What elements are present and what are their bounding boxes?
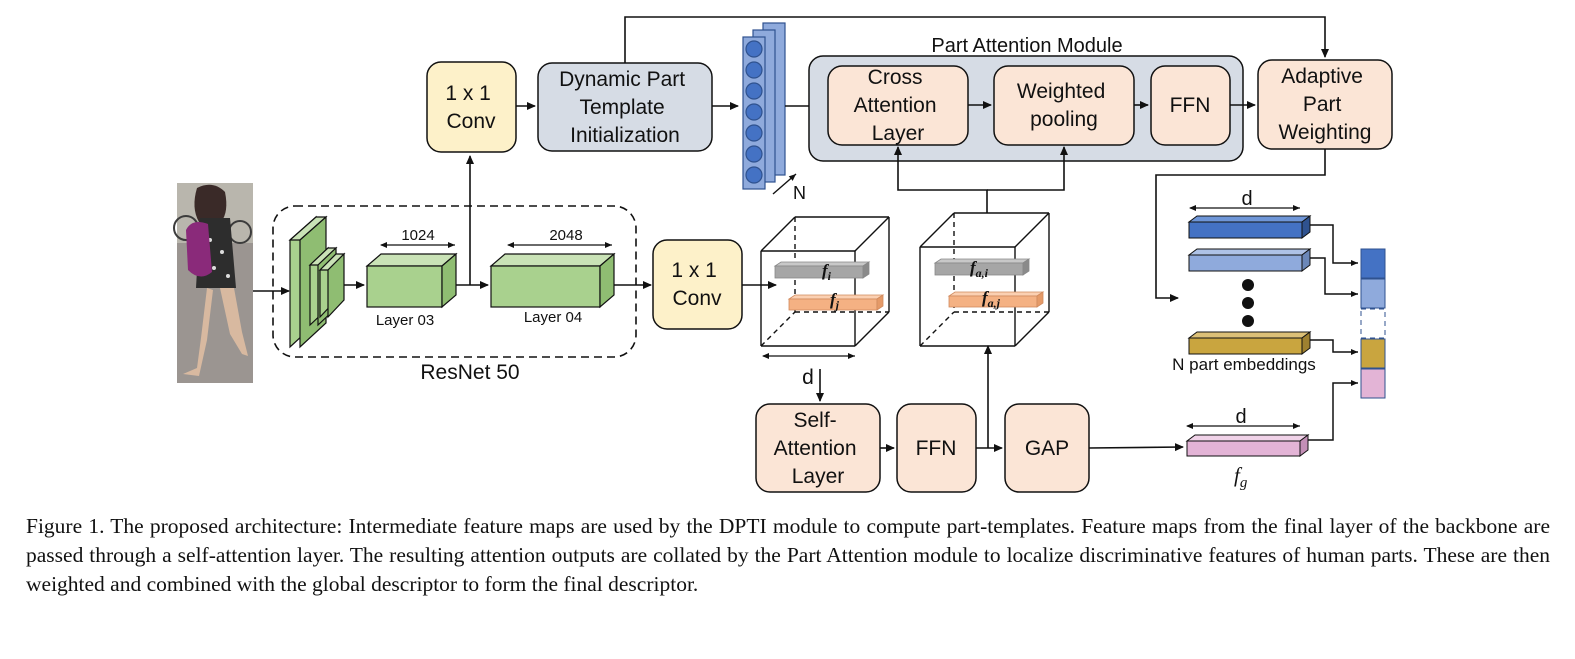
fj-label: fj (830, 290, 840, 312)
self-attn-line1: Self- (793, 409, 836, 432)
svg-text:Self- Attention Layer: Self- Attention Layer (774, 409, 863, 488)
feature-slice-fi (773, 261, 871, 279)
self-attn-line3: Layer (792, 465, 845, 488)
feature-slice-fj (787, 294, 885, 311)
layer03-block (365, 252, 458, 309)
layer03-label: Layer 03 (376, 312, 434, 329)
svg-text:1 x 1 Conv: 1 x 1 Conv (445, 82, 496, 133)
global-d-label: d (1235, 406, 1246, 428)
resnet-label: ResNet 50 (420, 361, 519, 384)
adaptive-line2: Part (1303, 93, 1342, 116)
pam-title: Part Attention Module (931, 35, 1122, 57)
svg-text:Adaptive Part Weightin: Adaptive Part Weighting (1278, 65, 1371, 144)
conv-mid-line1: 1 x 1 (671, 259, 717, 282)
global-descriptor-bar (1185, 434, 1310, 457)
resnet-stem-layers (288, 215, 346, 349)
figure-caption: Figure 1. The proposed architecture: Int… (26, 514, 1550, 596)
part-templates-stack (742, 22, 786, 190)
conv-top-line1: 1 x 1 (445, 82, 491, 105)
fai-label: fa,i (970, 258, 989, 280)
template-nodes (745, 40, 763, 184)
ffn-bottom-label: FFN (916, 437, 957, 460)
dpti-line3: Initialization (570, 124, 680, 147)
embedding-bar-n (1187, 331, 1312, 355)
self-attn-line2: Attention (774, 437, 857, 460)
fg-label: fg (1234, 463, 1248, 491)
adaptive-line1: Adaptive (1281, 65, 1363, 88)
svg-text:Dynamic Part Template: Dynamic Part Template Initialization (559, 68, 691, 147)
layer04-block (489, 252, 616, 309)
layer04-dim: 2048 (549, 227, 582, 244)
resnet-container (272, 205, 637, 358)
conv-top-line2: Conv (446, 110, 496, 133)
embedding-bar-2 (1187, 248, 1312, 272)
weighted-pool-line1: Weighted (1017, 80, 1105, 103)
embeddings-d-label: d (1241, 188, 1252, 210)
embedding-bar-1 (1187, 215, 1312, 239)
ellipsis-dots (1242, 279, 1254, 327)
faj-label: fa,j (982, 288, 1001, 310)
ffn-top-label: FFN (1170, 94, 1211, 117)
feature-cube-1 (760, 216, 890, 347)
gap-label: GAP (1025, 437, 1069, 460)
conv-mid-box (652, 239, 743, 330)
layer03-dim: 1024 (401, 227, 434, 244)
svg-text:1 x 1 Conv: 1 x 1 Conv (671, 259, 722, 310)
embeddings-label: N part embeddings (1172, 355, 1316, 374)
weighted-pooling-box (993, 65, 1135, 146)
conv-mid-line2: Conv (672, 287, 722, 310)
svg-text:Weighted pooling: Weighted pooling (1017, 80, 1111, 131)
dpti-line2: Template (579, 96, 664, 119)
architecture-diagram: ResNet 50 Layer 03 1024 Layer 04 2048 1 … (173, 16, 1393, 493)
adaptive-line3: Weighting (1278, 121, 1371, 144)
templates-n-label: N (793, 183, 806, 203)
cross-attn-line2: Attention (854, 94, 937, 117)
fi-label: fi (822, 261, 832, 283)
cross-attn-line3: Layer (872, 122, 925, 145)
feature-slice-faj (947, 291, 1045, 308)
final-descriptor (1360, 248, 1386, 399)
cube1-d-label: d (802, 366, 814, 389)
person-image (173, 183, 253, 383)
svg-text:Cross Attention Layer: Cross Attention Layer (854, 66, 943, 145)
layer04-label: Layer 04 (524, 309, 582, 326)
dpti-line1: Dynamic Part (559, 68, 685, 91)
cross-attn-line1: Cross (868, 66, 923, 89)
conv-top-box (426, 61, 517, 153)
weighted-pool-line2: pooling (1030, 108, 1098, 131)
feature-slice-fai (933, 258, 1031, 276)
